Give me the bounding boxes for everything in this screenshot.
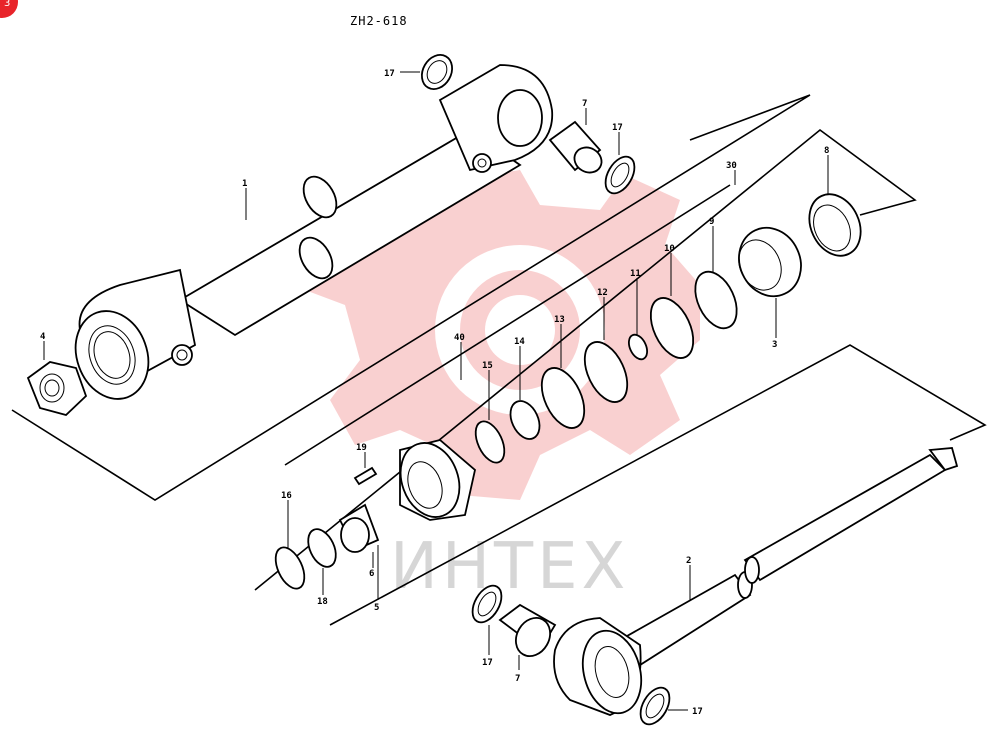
- rod-packing: [474, 420, 506, 464]
- callout-4: 4: [40, 332, 46, 342]
- middle-frame-line: [254, 128, 917, 591]
- callout-17-top-left: 17: [384, 69, 395, 79]
- set-screw: [353, 466, 378, 486]
- dust-seal-top-left: [421, 54, 453, 90]
- piston-rod: [618, 447, 959, 667]
- watermark-text: ИНТЕХ: [390, 530, 629, 604]
- callout-17-top-right: 17: [612, 123, 623, 133]
- middle-inner-line: [284, 184, 731, 466]
- callout-7-bottom: 7: [515, 674, 520, 684]
- piston-seal: [649, 297, 695, 359]
- rear-eye-bore: [497, 89, 543, 147]
- dust-seal-top-right: [604, 155, 636, 195]
- gland-nut: [808, 193, 862, 257]
- callout-3: 3: [772, 340, 777, 350]
- rod-dust-seal-top: [471, 584, 503, 624]
- wear-ring: [694, 270, 738, 330]
- rod-shaft-upper: [743, 453, 947, 582]
- callout-19: 19: [356, 443, 367, 453]
- grease-port: [171, 344, 193, 366]
- barrel-assembly: [74, 64, 554, 400]
- wiper-seal: [274, 546, 306, 590]
- snap-ring: [307, 528, 337, 568]
- bushing-top: [548, 120, 603, 174]
- rod-seal: [509, 400, 541, 440]
- svg-text:3: 3: [4, 0, 10, 9]
- leader-lines: [43, 71, 829, 711]
- rod-eye: [553, 617, 643, 716]
- callout-17-bottom-left: 17: [482, 658, 493, 668]
- cylinder-barrel: [178, 128, 522, 337]
- gland-bushing: [338, 503, 380, 553]
- callout-1: 1: [242, 179, 247, 189]
- callout-16: 16: [281, 491, 292, 501]
- callout-18: 18: [317, 597, 328, 607]
- callout-7-top: 7: [582, 99, 587, 109]
- callout-9: 9: [709, 217, 714, 227]
- drawing-title: ZH2-618: [350, 14, 408, 28]
- o-ring-small: [628, 333, 648, 361]
- callout-17-bottom-right: 17: [692, 707, 703, 717]
- o-ring-large: [583, 341, 629, 403]
- upper-frame-line: [11, 94, 811, 501]
- rod-bushing: [498, 603, 557, 657]
- cylinder-head-gland: [399, 439, 476, 521]
- callout-40: 40: [454, 333, 465, 343]
- callout-11: 11: [630, 269, 641, 279]
- hex-nut: [26, 361, 88, 417]
- callout-5: 5: [374, 603, 379, 613]
- callout-8: 8: [824, 146, 829, 156]
- backup-ring: [540, 367, 586, 429]
- callout-2: 2: [686, 556, 691, 566]
- callout-15: 15: [482, 361, 493, 371]
- piston: [738, 226, 802, 298]
- corner-badge: 3: [0, 0, 18, 18]
- lower-frame-line: [329, 344, 987, 626]
- callout-30: 30: [726, 161, 737, 171]
- callout-labels: 1 2 3 4 5 6 7 7 8 9 10 11 12 13 14 15 16…: [40, 69, 829, 717]
- callout-6: 6: [369, 569, 374, 579]
- callout-13: 13: [554, 315, 565, 325]
- callout-14: 14: [514, 337, 525, 347]
- callout-12: 12: [597, 288, 608, 298]
- callout-10: 10: [664, 244, 675, 254]
- rod-dust-seal-bottom: [639, 686, 671, 726]
- rod-thread: [928, 447, 959, 472]
